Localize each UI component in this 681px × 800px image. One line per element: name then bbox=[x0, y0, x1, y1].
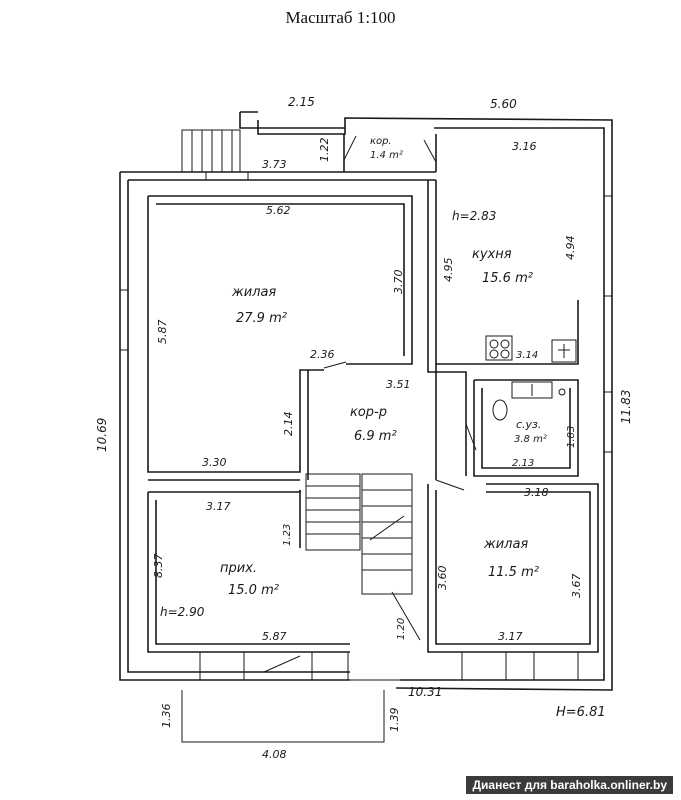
room-corridor-area: 6.9 m² bbox=[354, 429, 397, 444]
room-bath-area: 3.8 m² bbox=[514, 434, 547, 445]
dim-top-right: 5.60 bbox=[490, 97, 517, 111]
dim-porch-bottom: 4.08 bbox=[262, 748, 287, 761]
dim-corr-right: 3.51 bbox=[386, 378, 411, 391]
dim-porch-left: 1.36 bbox=[160, 704, 173, 729]
kitchen-block bbox=[427, 180, 579, 480]
room-small-name: жилая bbox=[483, 537, 528, 552]
room-corridor-name: кор-р bbox=[350, 405, 387, 420]
dim-corr-top: 2.36 bbox=[310, 348, 335, 361]
dim-total-height: H=6.81 bbox=[556, 705, 606, 720]
dim-porch-right: 1.39 bbox=[388, 708, 401, 733]
dim-kitchen-bottom: 3.14 bbox=[516, 350, 538, 361]
dim-hall-bottom: 5.87 bbox=[262, 630, 287, 643]
room-kitchen-name: кухня bbox=[472, 247, 512, 262]
room-big-name: жилая bbox=[231, 285, 276, 300]
dim-kor-w: 1.22 bbox=[318, 138, 331, 163]
room-big-area: 27.9 m² bbox=[236, 311, 287, 326]
doors bbox=[263, 135, 477, 673]
room-small-corr-area: 1.4 m² bbox=[370, 150, 403, 161]
room-hall-height: h=2.90 bbox=[160, 605, 205, 619]
dim-porch-w: 3.73 bbox=[262, 158, 287, 171]
dim-overall-bottom: 10.31 bbox=[408, 685, 442, 699]
room-hall-name: прих. bbox=[220, 561, 257, 576]
dim-hall-left: 8.37 bbox=[152, 554, 165, 579]
dim-big-right: 3.70 bbox=[392, 270, 405, 295]
living-room-big bbox=[147, 195, 413, 481]
dim-hall-top: 3.17 bbox=[206, 500, 231, 513]
room-hall-area: 15.0 m² bbox=[228, 583, 279, 598]
dim-lr-bottom: 3.17 bbox=[498, 630, 523, 643]
dim-lr-top: 3.18 bbox=[524, 486, 549, 499]
windows bbox=[119, 171, 613, 681]
dim-kit-left: 4.95 bbox=[442, 258, 455, 283]
dim-kitchen-top: 3.16 bbox=[512, 140, 537, 153]
dim-big-bottom: 3.30 bbox=[202, 456, 227, 469]
dim-kitchen-side: 4.94 bbox=[564, 236, 577, 261]
dim-hall-step: 1.20 bbox=[396, 618, 407, 640]
outer-walls bbox=[119, 111, 613, 691]
lower-rooms bbox=[147, 473, 599, 653]
room-small-area: 11.5 m² bbox=[488, 565, 539, 580]
room-kitchen-area: 15.6 m² bbox=[482, 271, 533, 286]
dim-lr-right: 3.67 bbox=[570, 574, 583, 599]
dim-corr-left: 2.14 bbox=[282, 412, 295, 437]
watermark: Дианест для baraholka.onliner.by bbox=[466, 776, 673, 794]
dim-overall-left: 10.69 bbox=[95, 418, 109, 452]
dim-overall-right: 11.83 bbox=[619, 390, 633, 424]
porch-bottom bbox=[181, 679, 400, 743]
porch-steps-top bbox=[181, 129, 241, 173]
dim-stair-side: 3.60 bbox=[436, 566, 449, 591]
plan-title: Масштаб 1:100 bbox=[285, 8, 396, 27]
room-small-corr-name: кор. bbox=[370, 136, 392, 147]
dim-bath-side: 1.83 bbox=[566, 426, 577, 448]
dim-bath-w: 2.13 bbox=[512, 458, 534, 469]
room-kitchen-height: h=2.83 bbox=[452, 209, 496, 223]
dim-hall-inner: 1.23 bbox=[282, 524, 293, 546]
dim-top-left: 2.15 bbox=[288, 95, 315, 109]
dim-big-top: 5.62 bbox=[266, 204, 291, 217]
room-bath-name: с.уз. bbox=[516, 418, 541, 431]
dim-big-left: 5.87 bbox=[156, 320, 169, 345]
